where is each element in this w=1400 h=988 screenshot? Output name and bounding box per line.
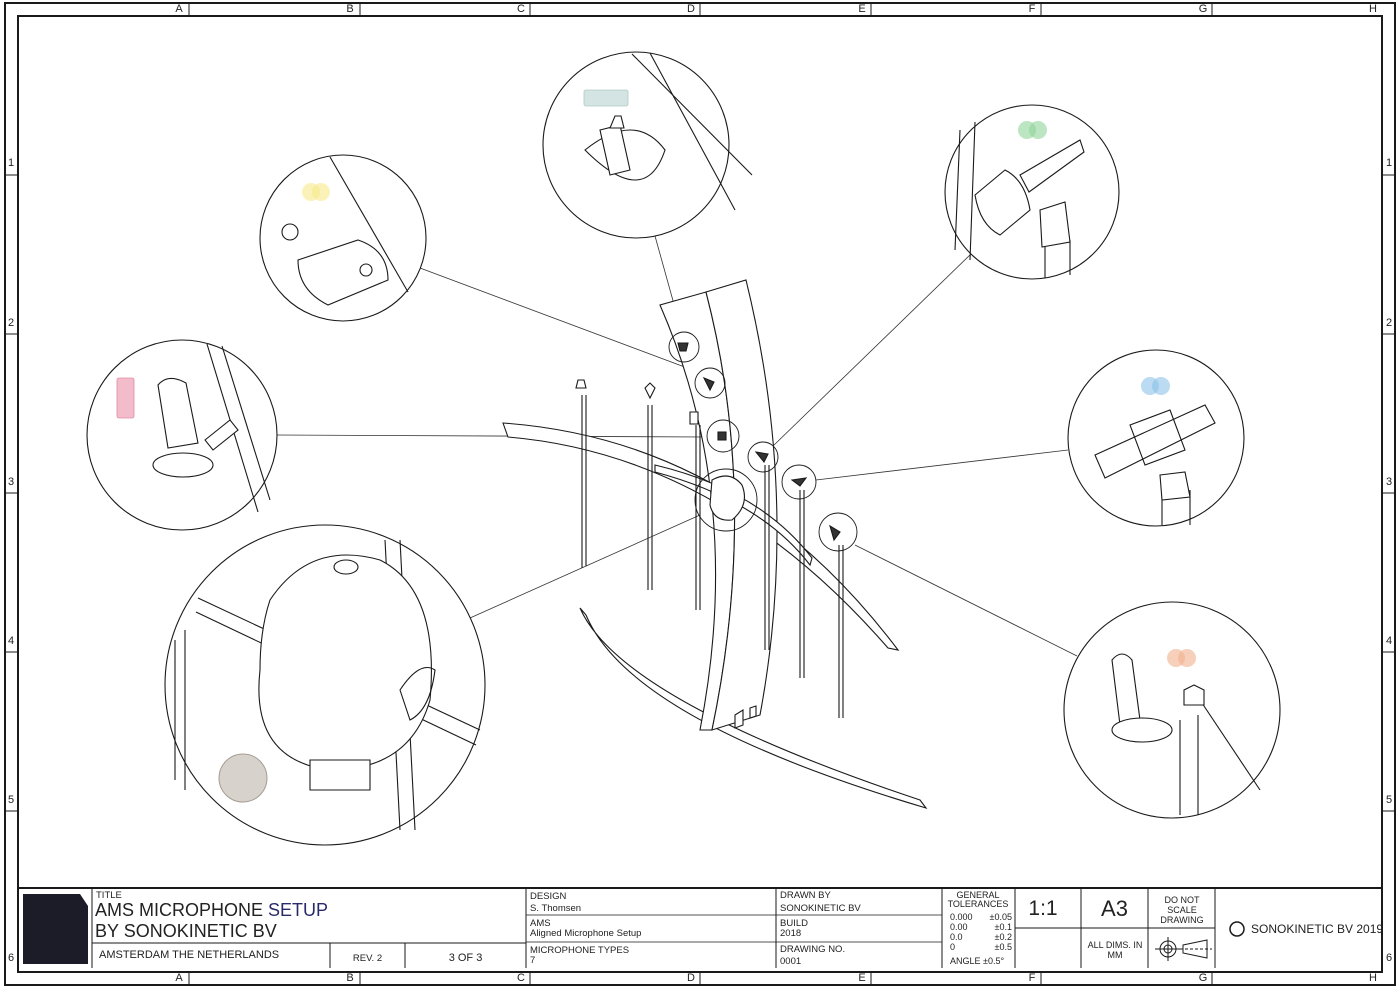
copyright-icon	[1229, 921, 1245, 937]
col-label: F	[1028, 972, 1036, 984]
detail-view-upper-left	[259, 154, 427, 322]
tolerance-value: 0.00	[950, 922, 968, 932]
design-value: S. Thomsen	[530, 903, 582, 914]
design-label: DESIGN	[530, 891, 567, 902]
row-label: 2	[7, 317, 15, 329]
drawing-title-line1: AMS MICROPHONE SETUP	[95, 900, 328, 921]
tolerance-row: 0 ±0.5	[950, 942, 1012, 952]
row-label: 3	[1385, 476, 1393, 488]
col-label: D	[687, 3, 695, 15]
angle-tolerance: ANGLE ±0.5°	[950, 956, 1005, 966]
tolerances-table: 0.000 ±0.05 0.00 ±0.1 0.0 ±0.2 0 ±0.5	[950, 912, 1012, 952]
row-label: 6	[7, 952, 15, 964]
scale: 1:1	[1028, 897, 1058, 920]
grid-dividers	[5, 3, 1395, 985]
row-label: 3	[7, 476, 15, 488]
detail-views	[86, 51, 1281, 846]
tolerance-value: 0.000	[950, 912, 973, 922]
row-label: 1	[1385, 157, 1393, 169]
row-label: 2	[1385, 317, 1393, 329]
col-label: D	[687, 972, 695, 984]
col-label: F	[1028, 3, 1036, 15]
row-label: 5	[7, 794, 15, 806]
microphone-array-structure	[502, 279, 928, 810]
col-label: H	[1369, 972, 1377, 984]
revision: REV. 2	[352, 953, 383, 964]
tolerance: ±0.1	[994, 922, 1012, 932]
detail-view-lower-right	[1063, 601, 1281, 819]
tolerances-title: GENERAL TOLERANCES	[947, 890, 1009, 909]
sheet-number: 3 OF 3	[448, 952, 483, 964]
pink-marker	[116, 377, 135, 419]
grey-marker	[218, 753, 268, 803]
col-label: G	[1198, 972, 1208, 984]
paper-size: A3	[1101, 896, 1128, 921]
tolerance-value: 0	[950, 942, 956, 952]
tolerance-value: 0.0	[950, 932, 963, 942]
col-label: E	[858, 3, 866, 15]
tolerance: ±0.05	[989, 912, 1012, 922]
row-label: 4	[7, 635, 15, 647]
row-label: 4	[1385, 635, 1393, 647]
detail-view-upper-right	[944, 104, 1120, 280]
title-label: TITLE	[96, 890, 122, 901]
title-block-frame	[18, 887, 1382, 968]
col-label: B	[346, 3, 354, 15]
location: AMSTERDAM THE NETHERLANDS	[99, 949, 280, 961]
color-dots	[302, 121, 1196, 667]
col-label: G	[1198, 3, 1208, 15]
project-value: Aligned Microphone Setup	[530, 928, 642, 939]
leader-lines	[276, 235, 1078, 657]
col-label: E	[858, 972, 866, 984]
teal-marker	[583, 89, 629, 107]
col-label: C	[517, 972, 525, 984]
tolerance-row: 0.00 ±0.1	[950, 922, 1012, 932]
tolerance-row: 0.000 ±0.05	[950, 912, 1012, 922]
detail-view-lower-left	[164, 524, 486, 846]
title-accent-text: SETUP	[268, 900, 329, 920]
tolerance-row: 0.0 ±0.2	[950, 932, 1012, 942]
col-label: A	[175, 3, 183, 15]
col-label: H	[1369, 3, 1377, 15]
drawn-by-label: DRAWN BY	[780, 890, 831, 901]
drawing-no-value: 0001	[780, 956, 802, 967]
tolerance: ±0.5	[994, 942, 1012, 952]
drawn-by-value: SONOKINETIC BV	[780, 903, 861, 914]
projection-symbol-icon	[1155, 937, 1212, 961]
company-logo	[23, 894, 88, 964]
types-label: MICROPHONE TYPES	[530, 945, 630, 956]
row-label: 1	[7, 157, 15, 169]
build-value: 2018	[780, 928, 802, 939]
col-label: C	[517, 3, 525, 15]
detail-view-left	[86, 339, 278, 531]
tolerance: ±0.2	[994, 932, 1012, 942]
detail-view-top	[542, 51, 753, 239]
drawing-no-label: DRAWING NO.	[780, 944, 846, 955]
col-label: A	[175, 972, 183, 984]
project-label: AMS	[530, 918, 551, 929]
row-label: 6	[1385, 952, 1393, 964]
types-value: 7	[530, 955, 536, 966]
do-not-scale-note: DO NOT SCALE DRAWING	[1160, 895, 1204, 925]
units-note: ALL DIMS. IN MM	[1087, 940, 1143, 960]
drawing-title-line2: BY SONOKINETIC BV	[95, 921, 277, 941]
title-text: AMS MICROPHONE	[95, 900, 269, 920]
build-label: BUILD	[780, 918, 808, 929]
copyright-text: SONOKINETIC BV 2019	[1251, 922, 1384, 936]
col-label: B	[346, 972, 354, 984]
detail-view-mid-right	[1067, 349, 1245, 527]
row-label: 5	[1385, 794, 1393, 806]
